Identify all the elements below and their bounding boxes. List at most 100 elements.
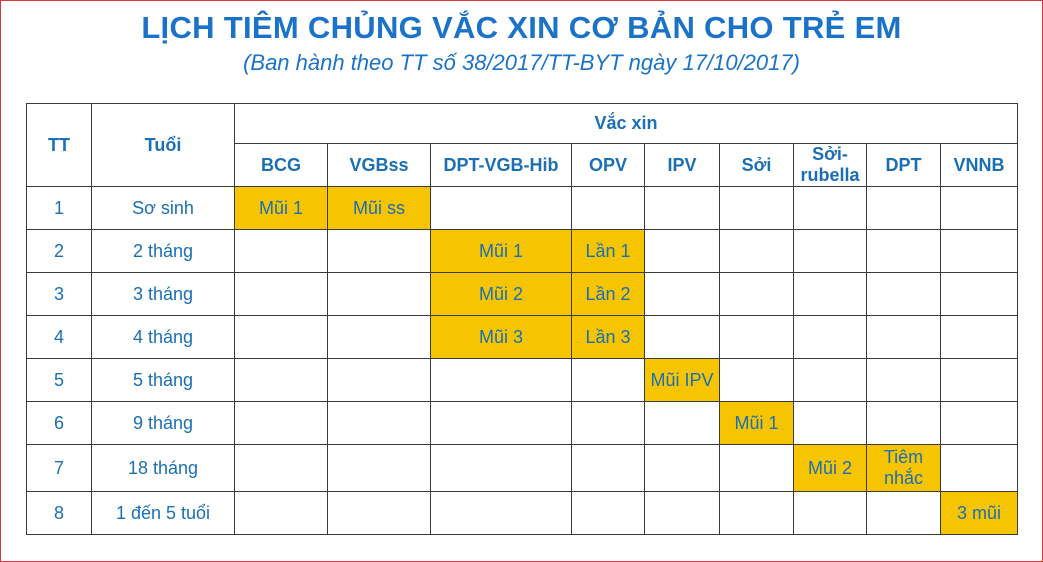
schedule-cell: 3 mũi <box>939 491 1019 535</box>
schedule-cell <box>793 229 867 273</box>
schedule-cell: Mũi 2 <box>793 444 867 492</box>
schedule-cell: Tiêm nhắc <box>866 444 941 492</box>
schedule-cell <box>327 401 431 445</box>
header-vaccine: VGBss <box>327 143 431 187</box>
row-age: 18 tháng <box>91 444 235 492</box>
schedule-cell <box>327 444 431 492</box>
schedule-cell: Lần 3 <box>571 315 645 359</box>
schedule-cell: Mũi 1 <box>234 186 328 230</box>
schedule-cell <box>719 229 794 273</box>
header-vaccine: Sởi <box>719 143 794 187</box>
schedule-cell: Mũi 1 <box>719 401 794 445</box>
schedule-cell <box>939 401 1019 445</box>
row-tt: 6 <box>26 401 92 445</box>
schedule-cell <box>939 186 1019 230</box>
schedule-cell <box>234 401 328 445</box>
schedule-cell <box>644 272 720 316</box>
row-tt: 7 <box>26 444 92 492</box>
schedule-cell <box>719 186 794 230</box>
schedule-cell: Mũi 2 <box>430 272 572 316</box>
header-age: Tuổi <box>91 103 235 187</box>
header-vaccine: VNNB <box>939 143 1019 187</box>
schedule-cell <box>430 186 572 230</box>
schedule-cell <box>866 229 941 273</box>
schedule-cell: Mũi 1 <box>430 229 572 273</box>
schedule-cell: Mũi IPV <box>644 358 720 402</box>
schedule-cell <box>866 401 941 445</box>
header-tt: TT <box>26 103 92 187</box>
row-age: 3 tháng <box>91 272 235 316</box>
page-subtitle: (Ban hành theo TT số 38/2017/TT-BYT ngày… <box>243 50 800 75</box>
row-age: Sơ sinh <box>91 186 235 230</box>
schedule-cell <box>234 229 328 273</box>
schedule-cell <box>234 358 328 402</box>
schedule-cell <box>719 358 794 402</box>
row-tt: 3 <box>26 272 92 316</box>
row-age: 5 tháng <box>91 358 235 402</box>
schedule-cell <box>234 272 328 316</box>
schedule-cell <box>644 401 720 445</box>
schedule-cell <box>866 358 941 402</box>
row-tt: 1 <box>26 186 92 230</box>
schedule-cell: Lần 1 <box>571 229 645 273</box>
schedule-cell <box>939 272 1019 316</box>
schedule-cell <box>644 444 720 492</box>
header-vaccine: DPT <box>866 143 941 187</box>
schedule-cell <box>571 358 645 402</box>
schedule-cell <box>234 491 328 535</box>
schedule-cell <box>866 315 941 359</box>
vaccination-schedule-table: TT Tuổi Vắc xin BCG VGBss DPT-VGB-Hib OP… <box>26 103 1019 535</box>
schedule-cell: Mũi ss <box>327 186 431 230</box>
schedule-cell <box>793 358 867 402</box>
header-vaccine: DPT-VGB-Hib <box>430 143 572 187</box>
header-vaccine: OPV <box>571 143 645 187</box>
header-vaccine: BCG <box>234 143 328 187</box>
schedule-cell <box>327 491 431 535</box>
schedule-cell <box>234 315 328 359</box>
schedule-cell <box>939 229 1019 273</box>
row-tt: 4 <box>26 315 92 359</box>
page-title: LỊCH TIÊM CHỦNG VẮC XIN CƠ BẢN CHO TRẺ E… <box>141 10 902 45</box>
schedule-cell <box>719 491 794 535</box>
row-tt: 8 <box>26 491 92 535</box>
schedule-cell <box>430 491 572 535</box>
schedule-cell <box>793 272 867 316</box>
header-vaccine: Sởi-rubella <box>793 143 867 187</box>
schedule-cell <box>644 315 720 359</box>
schedule-cell <box>866 491 941 535</box>
schedule-cell <box>327 315 431 359</box>
schedule-cell <box>571 444 645 492</box>
schedule-cell <box>719 272 794 316</box>
row-tt: 5 <box>26 358 92 402</box>
schedule-cell <box>793 186 867 230</box>
schedule-cell <box>939 358 1019 402</box>
schedule-cell <box>866 186 941 230</box>
schedule-cell: Mũi 3 <box>430 315 572 359</box>
schedule-cell <box>430 401 572 445</box>
schedule-cell <box>644 229 720 273</box>
schedule-cell <box>430 358 572 402</box>
schedule-cell <box>719 315 794 359</box>
schedule-cell: Lần 2 <box>571 272 645 316</box>
schedule-cell <box>793 491 867 535</box>
schedule-cell <box>571 491 645 535</box>
schedule-cell <box>866 272 941 316</box>
row-age: 4 tháng <box>91 315 235 359</box>
schedule-cell <box>793 315 867 359</box>
row-age: 2 tháng <box>91 229 235 273</box>
row-age: 9 tháng <box>91 401 235 445</box>
header-vaccine: IPV <box>644 143 720 187</box>
schedule-cell <box>234 444 328 492</box>
schedule-cell <box>939 444 1019 492</box>
row-tt: 2 <box>26 229 92 273</box>
schedule-cell <box>327 358 431 402</box>
